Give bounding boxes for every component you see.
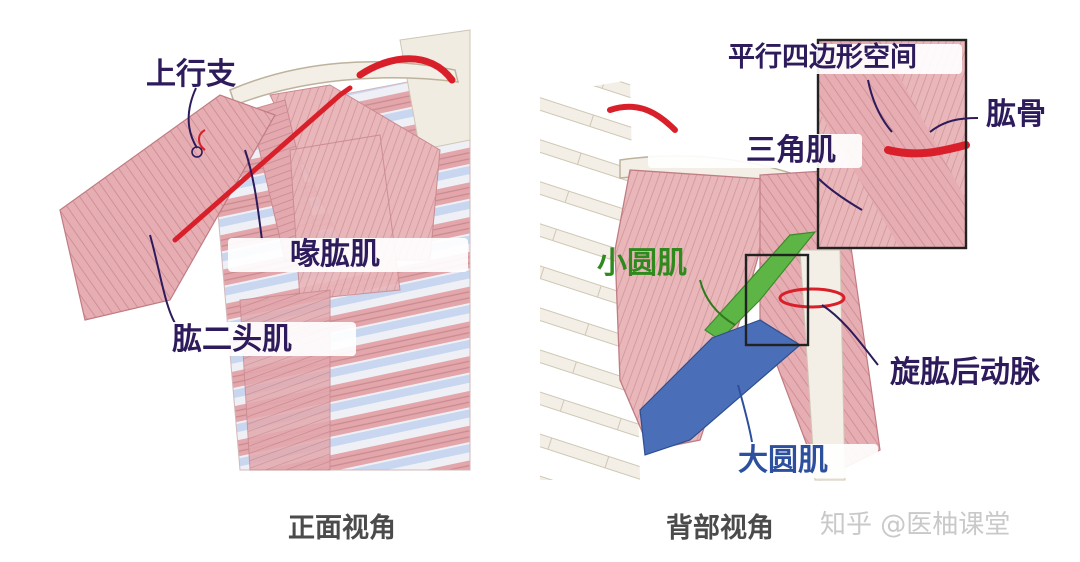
- label-deltoid: 三角肌: [746, 133, 836, 168]
- leader-posterior-circumflex: [821, 304, 879, 366]
- back-ribcage: [540, 80, 640, 480]
- leader-quadrangular-space: [867, 79, 893, 133]
- label-humerus: 肱骨: [986, 97, 1046, 132]
- zoom-inset-artery: [884, 141, 970, 158]
- label-bg-teres-major: [730, 444, 878, 478]
- quadrangular-space-frame: [744, 253, 810, 347]
- leader-teres-major: [737, 384, 753, 443]
- label-bg-biceps: [170, 322, 356, 356]
- caption-front-view: 正面视角: [288, 513, 396, 544]
- leader-biceps: [149, 234, 179, 329]
- ascending-branch-artery: [198, 129, 206, 151]
- leader-deltoid: [817, 177, 863, 211]
- leader-teres-minor: [699, 279, 736, 326]
- label-bg-deltoid: [648, 134, 862, 168]
- label-bg-coracobrachialis: [228, 238, 468, 272]
- label-ascending-branch: 上行支: [146, 57, 236, 92]
- label-coracobrachialis: 喙肱肌: [290, 237, 380, 272]
- front-serratus: [239, 289, 331, 471]
- subclavian-artery-arch: [356, 55, 456, 84]
- biceps-muscle: [59, 94, 276, 321]
- leader-coracobrachialis: [244, 149, 263, 241]
- watermark: 知乎 @医柚课堂: [820, 510, 1011, 540]
- label-quadrangular-space: 平行四边形空间: [728, 42, 917, 73]
- front-clavicle: [229, 61, 459, 106]
- label-biceps: 肱二头肌: [172, 322, 292, 357]
- zoom-inset-muscle: [818, 40, 966, 248]
- back-view-illustration: [540, 38, 979, 481]
- posterior-circumflex-humeral-artery-loop: [778, 287, 846, 309]
- label-bg-quadrangular: [724, 44, 962, 74]
- axillary-artery: [172, 85, 353, 243]
- leader-ascending-branch: [187, 87, 198, 149]
- label-teres-minor: 小圆肌: [597, 246, 687, 281]
- leader-humerus: [929, 117, 979, 133]
- label-teres-major: 大圆肌: [738, 443, 828, 478]
- label-posterior-circumflex-humeral-artery: 旋肱后动脉: [890, 355, 1040, 390]
- caption-back-view: 背部视角: [666, 513, 774, 544]
- front-subscapularis: [289, 134, 401, 301]
- back-artery-arch: [607, 103, 678, 133]
